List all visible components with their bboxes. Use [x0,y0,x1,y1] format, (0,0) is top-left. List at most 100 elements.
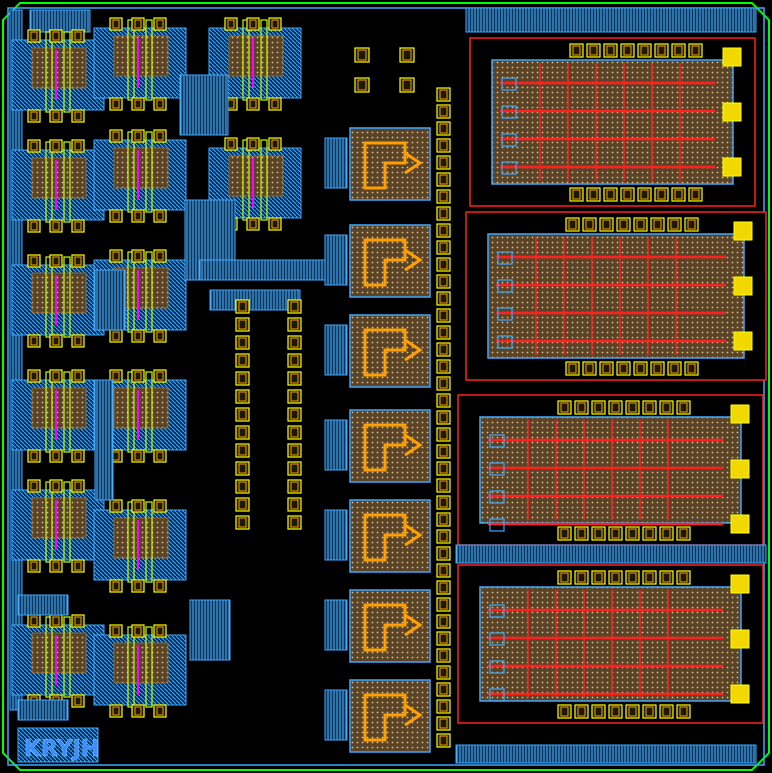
cell-diffusion [113,387,169,429]
contact-inner [653,363,662,374]
contact-inner [679,572,688,583]
latch-cell [324,589,431,663]
contact-inner [439,157,448,168]
contact-inner [238,517,247,528]
logic-cell [208,17,302,111]
left-logic-region [11,17,331,721]
device-terminal [497,279,513,293]
contact-inner [156,99,164,109]
middle-cell-column [324,47,431,753]
routing-block [189,599,231,661]
cell-poly [127,19,135,101]
latch-metal [324,689,348,741]
bond-pad [730,459,750,479]
device-terminal [501,77,517,91]
contact-inner [560,402,569,413]
contact-inner [112,626,120,636]
contact-inner [439,174,448,185]
routing-block [17,699,69,721]
contact-inner [238,481,247,492]
contact-inner [156,501,164,511]
contact-inner [606,45,615,56]
contact-inner [249,99,257,109]
contact-inner [30,221,38,231]
cell-poly [242,19,250,101]
contact-inner [623,45,632,56]
logo-text: KRYJH [24,737,99,762]
latch-metal [324,599,348,651]
device-terminal [489,660,505,674]
contact-inner [238,409,247,420]
contact-inner [636,363,645,374]
contact-inner [74,481,82,491]
contact-inner [238,319,247,330]
analog-core [479,416,742,524]
contact-inner [52,221,60,231]
contact-inner [602,363,611,374]
contact-inner [636,219,645,230]
contact-inner [611,572,620,583]
analog-block [465,211,767,381]
contact-inner [156,19,164,29]
contact-inner [156,331,164,341]
contact-inner [439,514,448,525]
contact-inner [670,363,679,374]
contact-inner [602,219,611,230]
routing-block [17,594,69,616]
latch-cell [324,679,431,753]
contact-inner [271,219,279,229]
contact-inner [290,481,299,492]
contact-inner [662,402,671,413]
routing-block [94,379,114,501]
latch-poly [404,523,423,547]
bond-pad [733,221,753,241]
contact-inner [238,445,247,456]
contact-inner [572,189,581,200]
contact-inner [52,371,60,381]
contact-inner [30,111,38,121]
routing-block [179,74,229,136]
top-left-rail [29,9,91,33]
contact-inner [290,337,299,348]
latch-metal [324,509,348,561]
device-terminal [501,133,517,147]
contact-inner [290,499,299,510]
contact-inner [439,123,448,134]
contact-inner [156,581,164,591]
contact-inner [439,361,448,372]
cell-poly [242,139,250,221]
contact-inner [439,735,448,746]
contact-inner [657,189,666,200]
contact-inner [134,251,142,261]
contact-inner [645,528,654,539]
contact-inner [52,256,60,266]
contact-inner [568,219,577,230]
contact-inner [52,111,60,121]
contact-inner [662,706,671,717]
contact-inner [619,219,628,230]
contact-inner [52,31,60,41]
contact-inner [290,463,299,474]
contact-inner [290,517,299,528]
contact-inner [238,373,247,384]
contact-inner [577,528,586,539]
latch-poly [363,141,407,190]
contact-inner [585,219,594,230]
device-terminal [497,251,513,265]
contact-inner [611,402,620,413]
contact-inner [691,189,700,200]
bond-pad [722,157,742,177]
contact-inner [30,31,38,41]
contact-inner [439,276,448,287]
logic-cell [93,17,187,111]
contact-inner [577,402,586,413]
device-terminal [489,632,505,646]
logic-cell [11,369,105,463]
contact-inner [156,211,164,221]
contact-inner [134,451,142,461]
contact-inner [238,427,247,438]
cell-poly [63,256,71,338]
device-terminal [501,105,517,119]
latch-cell [324,314,431,388]
